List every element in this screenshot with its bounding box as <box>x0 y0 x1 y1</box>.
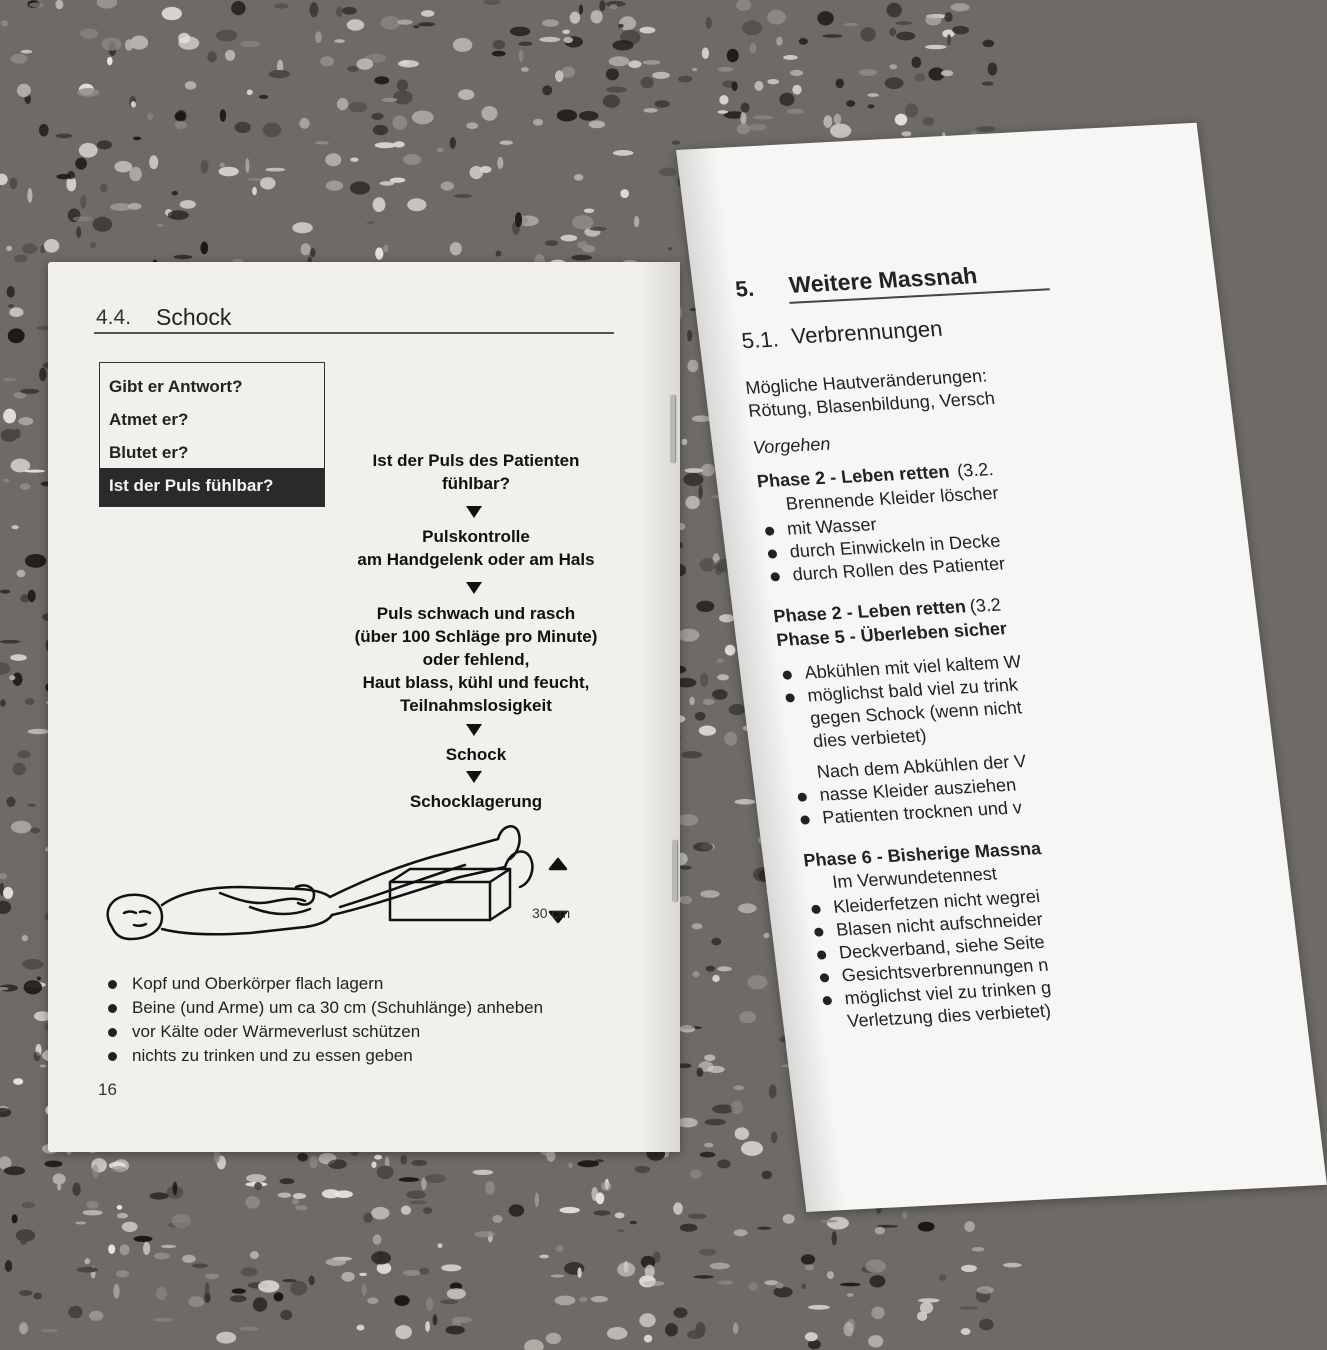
phase-b-continuation-2: dies verbietet) <box>811 725 928 752</box>
flow-step-3-line-4: Haut blass, kühl und feucht, <box>362 673 590 692</box>
flow-step-1-line-2: fühlbar? <box>442 474 510 493</box>
header-rule <box>94 332 614 334</box>
flow-step-1-line-1: Ist der Puls des Patienten <box>372 451 580 470</box>
flow-step-2-line-2: am Handgelenk oder am Hals <box>357 550 595 569</box>
left-page: 4.4. Schock Gibt er Antwort? Atmet er? B… <box>48 262 680 1152</box>
flow-step-4-line-1: Schock <box>445 745 507 764</box>
chapter-number: 5. <box>733 275 756 302</box>
list-item: Kopf und Oberkörper flach lagern <box>102 972 662 996</box>
section-number: 4.4. <box>96 306 132 329</box>
checklist-box: Gibt er Antwort? Atmet er? Blutet er? Is… <box>99 362 325 507</box>
flow-step-3-line-2: (über 100 Schläge pro Minute) <box>354 627 598 646</box>
question-1: Gibt er Antwort? <box>109 377 243 396</box>
flow-step-5-line-1: Schocklagerung <box>409 792 543 811</box>
flow-step-1: Ist der Puls des Patienten fühlbar? <box>298 449 654 495</box>
down-arrow-icon <box>466 506 482 518</box>
list-item: vor Kälte oder Wärmeverlust schützen <box>102 1020 662 1044</box>
down-arrow-icon <box>466 582 482 594</box>
page-number: 16 <box>98 1080 117 1099</box>
highlighted-question-bar: Ist der Puls fühlbar? <box>100 468 324 506</box>
phase-b-ref: (3.2 <box>968 594 1003 617</box>
vorgehen-label: Vorgehen <box>751 433 832 458</box>
flow-step-3-line-5: Teilnahmslosigkeit <box>400 696 552 715</box>
flow-step-4: Schock <box>298 743 654 766</box>
subsection-number: 5.1. <box>740 326 781 354</box>
shock-position-illustration <box>106 825 568 941</box>
phase-a-ref: (3.2. <box>955 459 995 481</box>
flow-step-3-line-3: oder fehlend, <box>422 650 530 669</box>
subsection-title: Verbrennungen <box>790 315 944 349</box>
question-2: Atmet er? <box>109 410 189 429</box>
list-item: Beine (und Arme) um ca 30 cm (Schuhlänge… <box>102 996 662 1020</box>
list-item: nichts zu trinken und zu essen geben <box>102 1044 662 1068</box>
down-arrow-icon <box>466 724 482 736</box>
flow-step-5: Schocklagerung <box>298 790 654 813</box>
staple <box>670 395 675 463</box>
flow-step-3: Puls schwach und rasch (über 100 Schläge… <box>298 602 654 717</box>
height-label: 30 cm <box>532 905 571 921</box>
instruction-list: Kopf und Oberkörper flach lagern Beine (… <box>102 972 662 1068</box>
section-title: Schock <box>156 304 232 330</box>
flow-step-3-line-1: Puls schwach und rasch <box>376 604 576 623</box>
highlighted-question: Ist der Puls fühlbar? <box>109 476 274 495</box>
flow-step-2-line-1: Pulskontrolle <box>422 527 530 546</box>
flow-step-2: Pulskontrolle am Handgelenk oder am Hals <box>298 525 654 571</box>
down-arrow-icon <box>466 771 482 783</box>
staple <box>672 840 677 902</box>
question-3: Blutet er? <box>109 443 189 462</box>
